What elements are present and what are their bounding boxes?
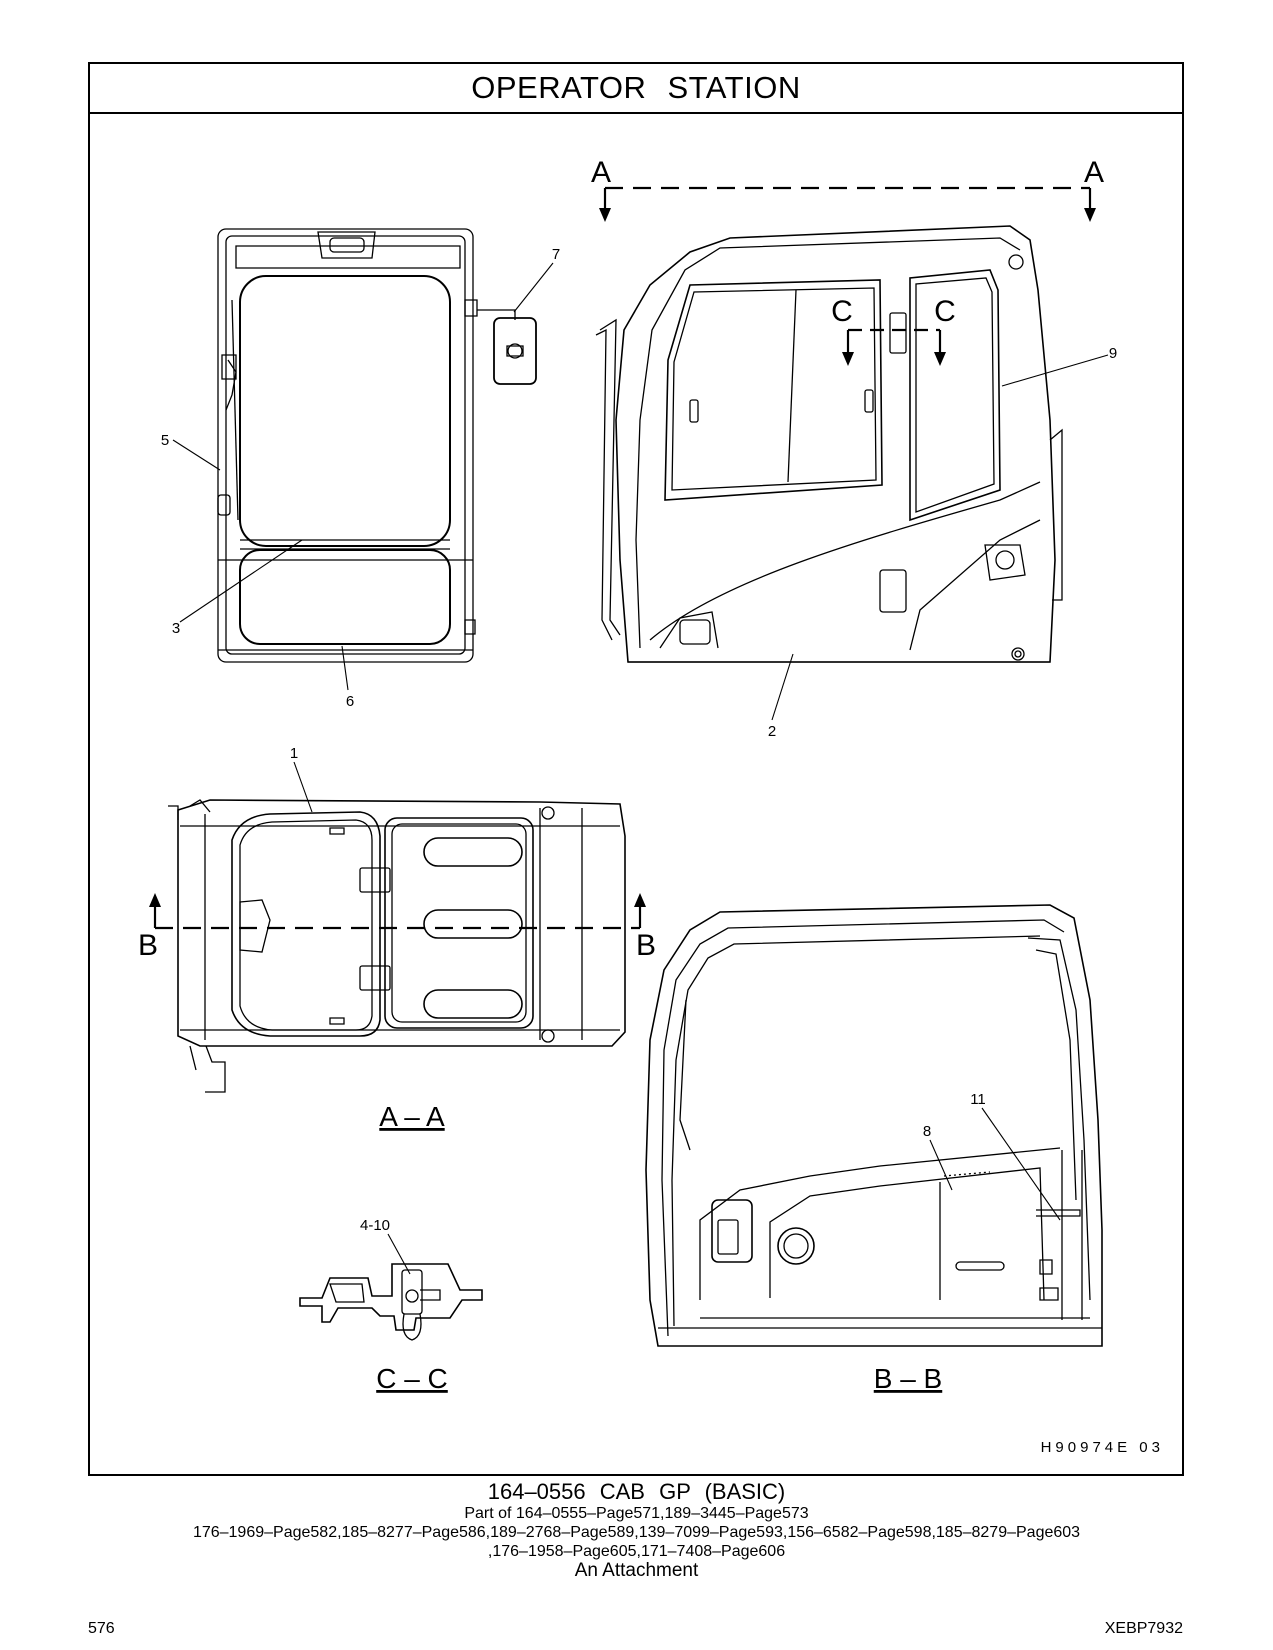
section-cc — [300, 1264, 482, 1340]
callout-1: 1 — [290, 745, 298, 762]
drawing-frame: OPERATOR STATION H90974E 03 — [88, 62, 1184, 1476]
section-arrow-a-right: A — [1084, 156, 1104, 189]
diagram-code: H90974E 03 — [1040, 1439, 1164, 1456]
section-arrow-c-right: C — [934, 295, 956, 328]
caption-line-1: Part of 164‒0555‒Page571,189‒3445‒Page57… — [464, 1505, 809, 1522]
section-arrow-a-left: A — [591, 156, 611, 189]
view-title-aa: A – A — [379, 1101, 445, 1132]
callout-9: 9 — [1109, 345, 1117, 362]
view-title-bb: B – B — [874, 1363, 942, 1394]
callout-11: 11 — [970, 1091, 986, 1108]
section-arrow-b-left: B — [138, 929, 158, 962]
top-view-aa — [168, 800, 625, 1092]
caption-line-2: 176‒1969‒Page582,185‒8277‒Page586,189‒27… — [192, 1524, 1081, 1541]
callout-3: 3 — [172, 620, 180, 637]
caption: 164‒0556 CAB GP (BASIC) Part of 164‒0555… — [0, 1480, 1273, 1581]
section-arrow-b-right: B — [636, 929, 656, 962]
section-lines — [149, 188, 1096, 928]
section-arrow-c-left: C — [831, 295, 853, 328]
callout-7: 7 — [552, 246, 560, 263]
caption-title: 164‒0556 CAB GP (BASIC) — [487, 1479, 786, 1504]
callout-6: 6 — [346, 693, 354, 710]
callout-4-10: 4-10 — [360, 1217, 390, 1234]
section-bb — [646, 905, 1102, 1346]
callout-2: 2 — [768, 723, 776, 740]
view-title-cc: C – C — [376, 1363, 448, 1394]
page-title: OPERATOR STATION — [90, 64, 1182, 114]
leader-lines — [173, 263, 1108, 1274]
page-number: 576 — [88, 1620, 115, 1637]
side-view — [596, 226, 1062, 662]
document-code: XEBP7932 — [1104, 1620, 1183, 1637]
callout-8: 8 — [923, 1123, 931, 1140]
front-view — [218, 229, 536, 662]
caption-line-3: ,176‒1958‒Page605,171‒7408‒Page606 — [487, 1543, 786, 1560]
callout-5: 5 — [161, 432, 169, 449]
caption-line-4: An Attachment — [574, 1560, 699, 1581]
labels: A A B B C C A – A C – C B – B 1 2 3 4-10… — [138, 156, 1117, 1394]
